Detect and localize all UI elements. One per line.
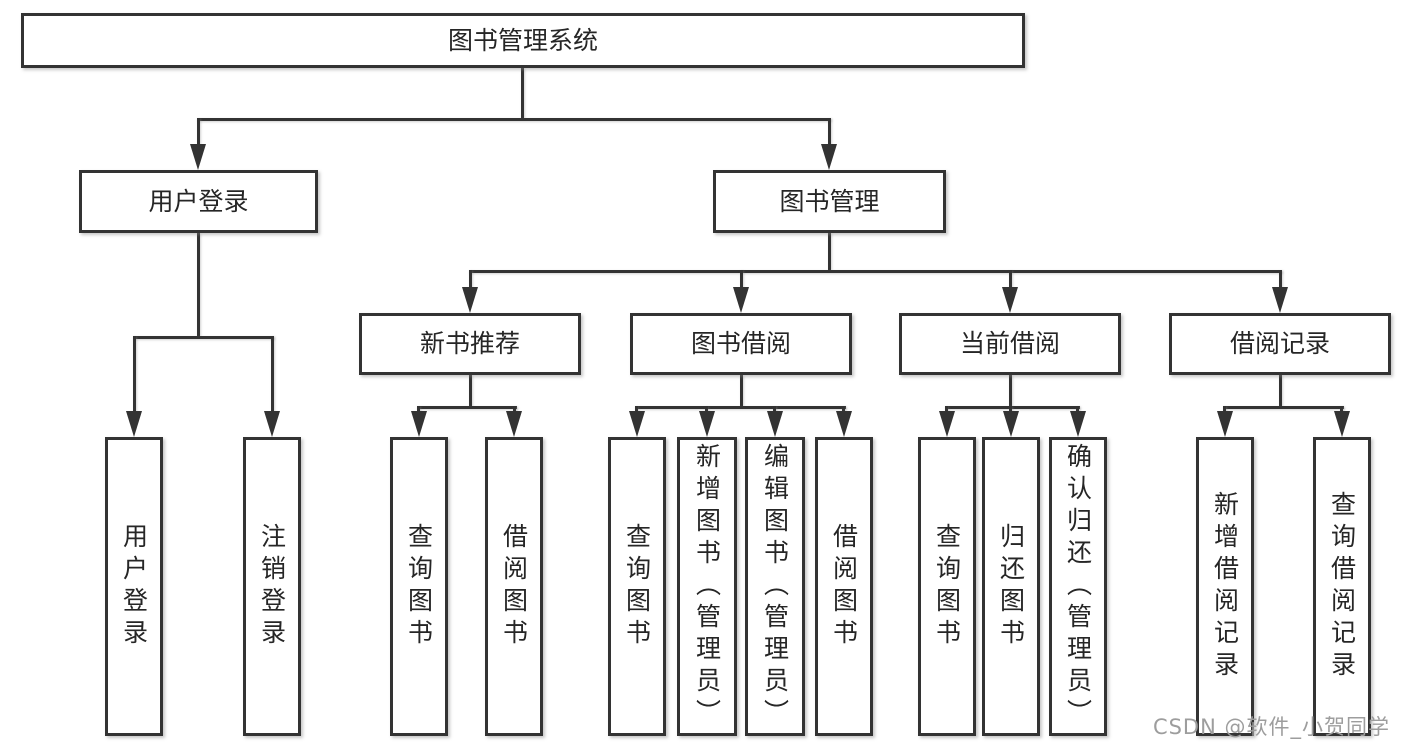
connector-borrow-record-horizontal — [1223, 406, 1344, 409]
arrow-to-current-borrow — [1002, 287, 1018, 313]
leaf-user-login: 用户登录 — [105, 437, 163, 736]
node-root-library-system: 图书管理系统 — [21, 13, 1025, 68]
connector-book-borrow-horizontal — [635, 406, 846, 409]
node-label: 图书借阅 — [690, 329, 791, 358]
node-book-borrow: 图书借阅 — [630, 313, 852, 375]
connector-drop — [417, 406, 420, 414]
connector-drop — [513, 406, 516, 414]
leaf-query-book-1: 查询图书 — [390, 437, 448, 736]
node-borrow-record: 借阅记录 — [1169, 313, 1391, 375]
leaf-confirm-return-admin: 确认归还（管理员） — [1049, 437, 1107, 736]
connector-current-borrow-stem — [1009, 375, 1012, 406]
arrow-to-leaf — [1334, 411, 1350, 437]
leaf-label: 查询图书 — [932, 522, 962, 651]
connector-new-book-stem — [469, 375, 472, 406]
node-label: 图书管理系统 — [447, 25, 598, 55]
node-label: 新书推荐 — [419, 329, 520, 358]
leaf-label: 查询借阅记录 — [1327, 490, 1357, 683]
leaf-label: 新增图书（管理员） — [692, 442, 722, 731]
arrow-to-login — [126, 411, 142, 437]
arrow-to-leaf — [1070, 411, 1086, 437]
connector-drop-book-borrow — [740, 270, 743, 289]
leaf-query-book-2: 查询图书 — [608, 437, 666, 736]
leaf-label: 编辑图书（管理员） — [760, 442, 790, 731]
connector-drop — [945, 406, 948, 414]
leaf-label: 确认归还（管理员） — [1063, 442, 1093, 731]
leaf-query-book-3: 查询图书 — [918, 437, 976, 736]
csdn-watermark: CSDN @软件_小贺同学 — [1152, 715, 1390, 739]
connector-new-book-horizontal — [417, 406, 517, 409]
connector-book-mgmt-stem — [828, 233, 831, 270]
connector-drop — [773, 406, 776, 414]
connector-drop-login — [133, 336, 136, 413]
leaf-add-book-admin: 新增图书（管理员） — [677, 437, 737, 736]
connector-drop — [635, 406, 638, 414]
arrow-to-leaf — [411, 411, 427, 437]
arrow-to-leaf — [629, 411, 645, 437]
leaf-borrow-book-2: 借阅图书 — [815, 437, 873, 736]
node-user-login: 用户登录 — [79, 170, 318, 233]
leaf-label: 查询图书 — [622, 522, 652, 651]
leaf-label: 归还图书 — [996, 522, 1026, 651]
connector-drop-borrow-record — [1279, 270, 1282, 289]
arrow-to-leaf — [836, 411, 852, 437]
connector-drop — [1340, 406, 1343, 414]
arrow-to-leaf — [506, 411, 522, 437]
leaf-label: 借阅图书 — [499, 522, 529, 651]
arrow-to-leaf — [767, 411, 783, 437]
connector-user-login-stem — [197, 233, 200, 336]
arrow-to-leaf — [939, 411, 955, 437]
connector-user-login-horizontal — [133, 336, 274, 339]
leaf-label: 注销登录 — [257, 522, 287, 651]
connector-drop-book-mgmt — [828, 118, 831, 147]
connector-drop-user-login — [197, 118, 200, 147]
arrow-to-book-borrow — [733, 287, 749, 313]
arrow-to-logout — [264, 411, 280, 437]
node-book-mgmt: 图书管理 — [713, 170, 946, 233]
arrow-to-new-book — [462, 287, 478, 313]
connector-level2-horizontal — [469, 270, 1282, 273]
connector-drop — [1009, 406, 1012, 414]
connector-drop-new-book — [469, 270, 472, 289]
connector-borrow-record-stem — [1279, 375, 1282, 406]
connector-drop — [842, 406, 845, 414]
arrow-to-leaf — [1217, 411, 1233, 437]
connector-drop — [1076, 406, 1079, 414]
connector-drop-current-borrow — [1009, 270, 1012, 289]
arrow-to-leaf — [1003, 411, 1019, 437]
connector-root-horizontal — [197, 118, 831, 121]
connector-drop — [705, 406, 708, 414]
arrow-to-user-login — [190, 144, 206, 170]
leaf-label: 新增借阅记录 — [1210, 490, 1240, 683]
leaf-logout: 注销登录 — [243, 437, 301, 736]
leaf-label: 借阅图书 — [829, 522, 859, 651]
arrow-to-borrow-record — [1272, 287, 1288, 313]
leaf-edit-book-admin: 编辑图书（管理员） — [745, 437, 805, 736]
arrow-to-book-mgmt — [821, 144, 837, 170]
node-label: 图书管理 — [779, 186, 880, 216]
leaf-return-book: 归还图书 — [982, 437, 1040, 736]
leaf-label: 用户登录 — [119, 522, 149, 651]
connector-root-stem — [521, 68, 524, 118]
node-current-borrow: 当前借阅 — [899, 313, 1121, 375]
arrow-to-leaf — [699, 411, 715, 437]
node-label: 当前借阅 — [959, 329, 1060, 358]
leaf-add-borrow-record: 新增借阅记录 — [1196, 437, 1254, 736]
node-new-book-recommend: 新书推荐 — [359, 313, 581, 375]
connector-drop-logout — [271, 336, 274, 413]
connector-book-borrow-stem — [740, 375, 743, 406]
leaf-borrow-book-1: 借阅图书 — [485, 437, 543, 736]
node-label: 用户登录 — [148, 186, 249, 216]
node-label: 借阅记录 — [1229, 329, 1330, 358]
leaf-query-borrow-record: 查询借阅记录 — [1313, 437, 1371, 736]
leaf-label: 查询图书 — [404, 522, 434, 651]
connector-drop — [1223, 406, 1226, 414]
connector-current-borrow-horizontal — [945, 406, 1080, 409]
